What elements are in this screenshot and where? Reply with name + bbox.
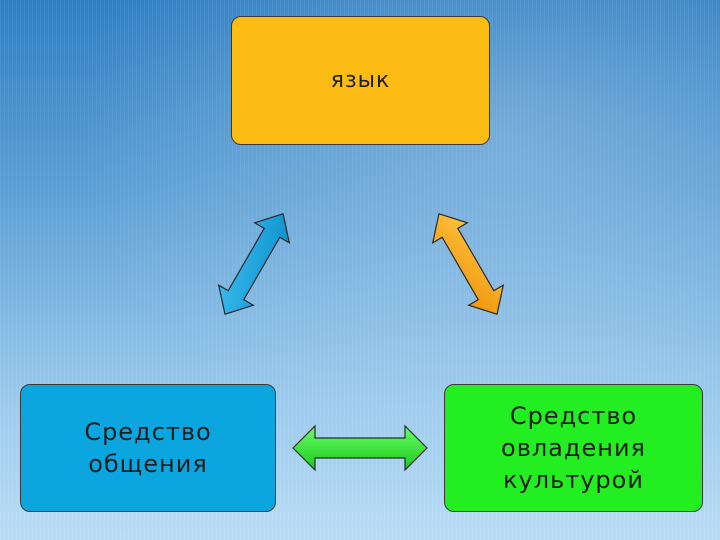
arrow-right-to-top — [431, 212, 505, 316]
node-language-label: язык — [330, 67, 391, 93]
node-communication-label: Средство общения — [84, 418, 212, 478]
node-culture: Средство овладения культурой — [444, 384, 703, 512]
arrow-left-to-top — [217, 212, 291, 316]
node-language: язык — [231, 16, 490, 145]
node-culture-label: Средство овладения культурой — [501, 402, 646, 494]
arrow-left-to-right — [292, 424, 428, 472]
node-communication: Средство общения — [20, 384, 276, 512]
